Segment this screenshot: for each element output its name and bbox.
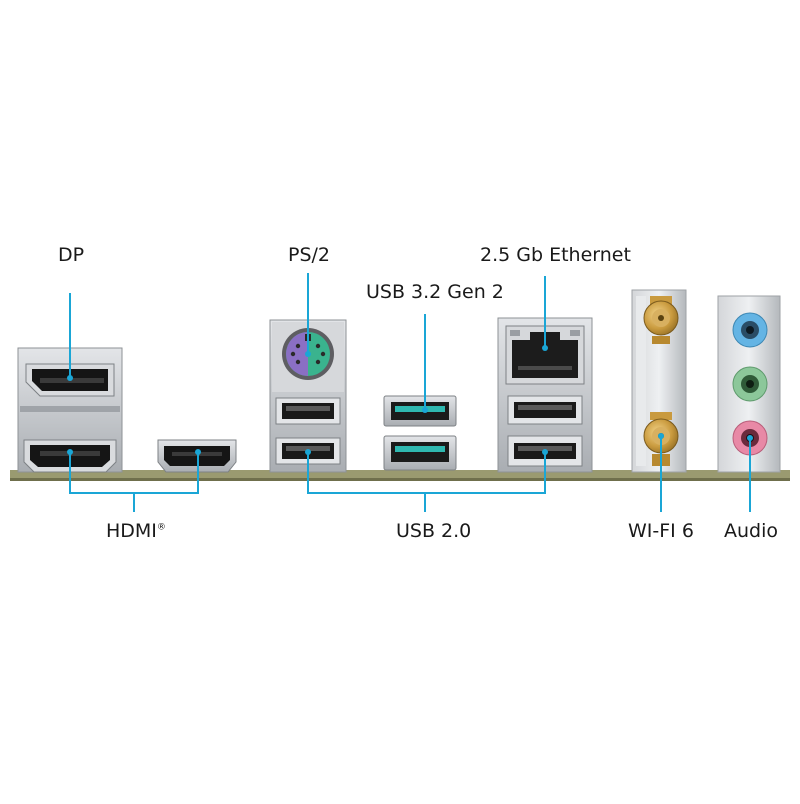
pcb-board [10,470,790,479]
label-audio: Audio [724,520,779,542]
wifi-antenna-bracket [631,289,687,473]
callout-usb20 [307,452,546,512]
callout-lines [69,273,751,512]
label-ps2: PS/2 [288,244,331,266]
label-hdmi-registered: ® [156,522,166,533]
usb20-port-3 [507,395,583,425]
usb32-stack [383,395,457,471]
callout-hdmi [69,452,199,512]
audio-jack-blue [732,312,768,348]
label-ethernet: 2.5 Gb Ethernet [480,244,631,266]
usb20-port-1 [275,397,341,425]
antenna-connector-1 [643,296,679,344]
label-usb32: USB 3.2 Gen 2 [366,281,504,303]
pcb-board-edge [10,478,790,481]
audio-jack-green [732,366,768,402]
label-wifi: WI-FI 6 [628,520,694,542]
label-usb20: USB 2.0 [396,520,472,542]
label-hdmi: HDMI [106,520,157,542]
usb32-port-2 [383,435,457,471]
label-dp: DP [58,244,85,266]
label-hdmi-group: HDMI® [106,522,166,541]
usb32-port-1 [383,395,457,427]
callout-dots [67,345,753,455]
